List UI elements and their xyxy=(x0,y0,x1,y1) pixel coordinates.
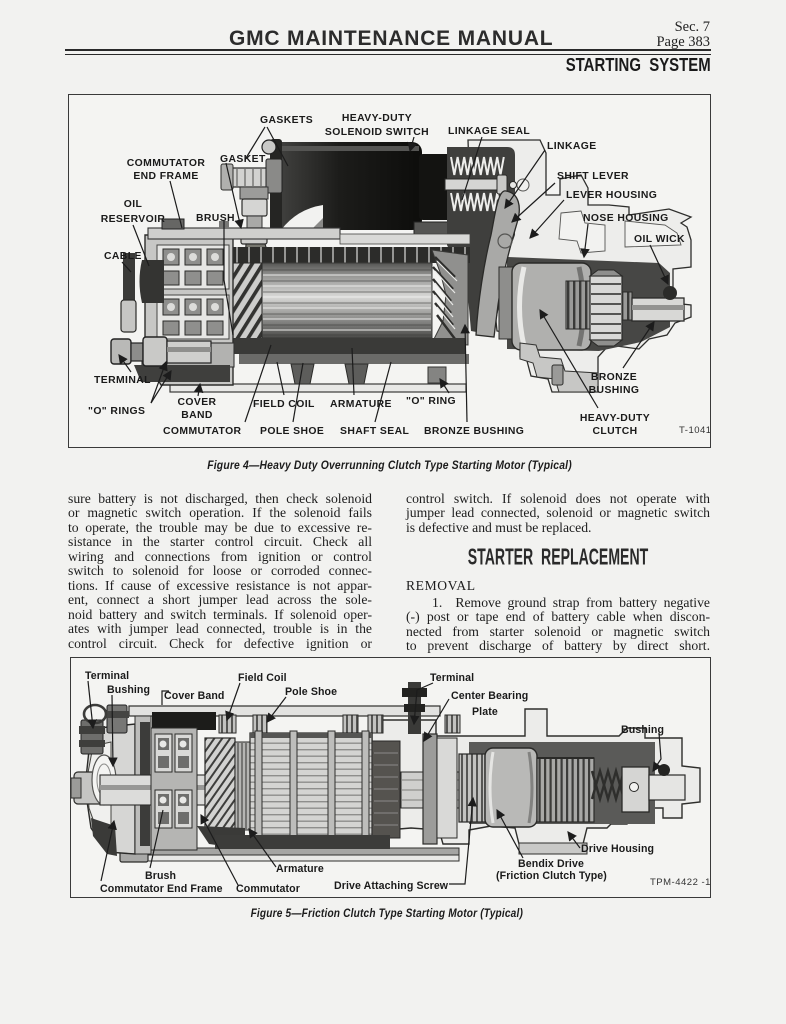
svg-text:TERMINAL: TERMINAL xyxy=(94,375,151,386)
svg-text:"O" RING: "O" RING xyxy=(406,396,456,407)
svg-text:ARMATURE: ARMATURE xyxy=(330,399,392,410)
svg-text:SOLENOID SWITCH: SOLENOID SWITCH xyxy=(325,127,429,138)
svg-text:OIL: OIL xyxy=(124,199,143,210)
svg-text:CLUTCH: CLUTCH xyxy=(592,426,637,437)
svg-text:Pole Shoe: Pole Shoe xyxy=(285,686,337,698)
svg-text:Field Coil: Field Coil xyxy=(238,672,287,684)
svg-text:Bushing: Bushing xyxy=(107,684,150,696)
svg-text:LEVER HOUSING: LEVER HOUSING xyxy=(566,190,657,201)
svg-text:Brush: Brush xyxy=(145,870,176,882)
svg-text:"O" RINGS: "O" RINGS xyxy=(88,406,145,417)
svg-text:(Friction Clutch Type): (Friction Clutch Type) xyxy=(496,870,607,882)
svg-text:T-1041: T-1041 xyxy=(679,425,710,436)
svg-text:Plate: Plate xyxy=(472,706,498,718)
svg-text:CABLE: CABLE xyxy=(104,251,142,262)
svg-text:BAND: BAND xyxy=(181,410,213,421)
svg-text:Terminal: Terminal xyxy=(430,672,474,684)
svg-text:GASKET: GASKET xyxy=(220,154,266,165)
svg-text:COMMUTATOR: COMMUTATOR xyxy=(127,158,206,169)
svg-text:BUSHING: BUSHING xyxy=(589,385,640,396)
svg-text:Terminal: Terminal xyxy=(85,670,129,682)
svg-text:LINKAGE: LINKAGE xyxy=(547,141,597,152)
svg-text:Bendix Drive: Bendix Drive xyxy=(518,858,584,870)
svg-text:OIL WICK: OIL WICK xyxy=(634,234,685,245)
svg-text:SHIFT LEVER: SHIFT LEVER xyxy=(557,171,629,182)
svg-text:POLE SHOE: POLE SHOE xyxy=(260,426,324,437)
svg-text:Drive Housing: Drive Housing xyxy=(581,843,654,855)
svg-text:HEAVY-DUTY: HEAVY-DUTY xyxy=(580,413,650,424)
svg-text:BRUSH: BRUSH xyxy=(196,213,235,224)
svg-text:END FRAME: END FRAME xyxy=(133,171,198,182)
svg-text:LINKAGE SEAL: LINKAGE SEAL xyxy=(448,126,530,137)
svg-text:BRONZE BUSHING: BRONZE BUSHING xyxy=(424,426,524,437)
svg-text:Armature: Armature xyxy=(276,863,324,875)
svg-text:SHAFT SEAL: SHAFT SEAL xyxy=(340,426,409,437)
svg-text:FIELD COIL: FIELD COIL xyxy=(253,399,315,410)
svg-text:Bushing: Bushing xyxy=(621,724,664,736)
svg-text:Cover Band: Cover Band xyxy=(164,690,224,702)
svg-text:RESERVOIR: RESERVOIR xyxy=(101,214,166,225)
svg-text:HEAVY-DUTY: HEAVY-DUTY xyxy=(342,113,412,124)
svg-text:COMMUTATOR: COMMUTATOR xyxy=(163,426,242,437)
svg-text:TPM-4422 -1: TPM-4422 -1 xyxy=(650,877,710,888)
svg-text:NOSE HOUSING: NOSE HOUSING xyxy=(583,213,669,224)
svg-text:COVER: COVER xyxy=(178,397,217,408)
svg-text:Center Bearing: Center Bearing xyxy=(451,690,528,702)
svg-text:BRONZE: BRONZE xyxy=(591,372,637,383)
svg-text:Drive Attaching Screw: Drive Attaching Screw xyxy=(334,880,449,892)
svg-text:Commutator End Frame: Commutator End Frame xyxy=(100,883,223,895)
svg-text:GASKETS: GASKETS xyxy=(260,115,313,126)
svg-text:Commutator: Commutator xyxy=(236,883,300,895)
